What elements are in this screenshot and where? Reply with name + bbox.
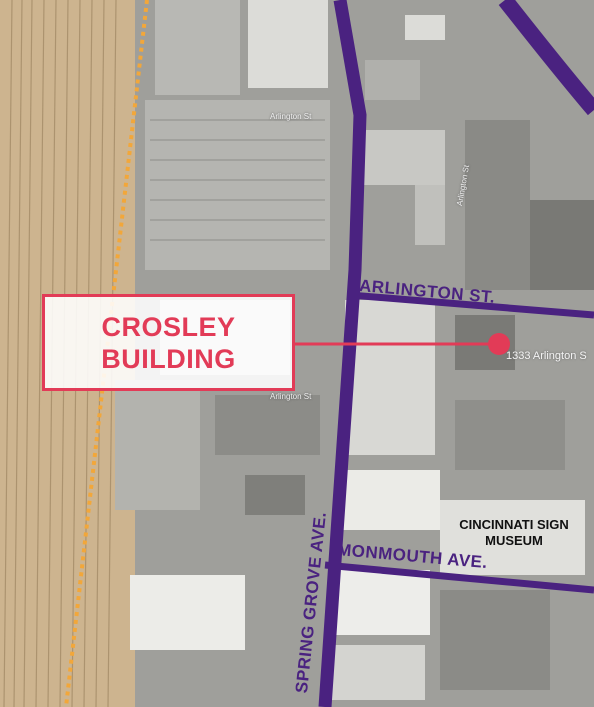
building	[340, 470, 440, 530]
landmark-line-2: MUSEUM	[485, 533, 543, 548]
callout-crosley-building: CROSLEY BUILDING	[42, 294, 295, 391]
small-street-label: Arlington St	[270, 392, 312, 401]
building	[130, 575, 245, 650]
building	[360, 130, 445, 185]
building	[248, 0, 328, 88]
callout-line-1: CROSLEY	[101, 311, 236, 342]
landmark-line-1: CINCINNATI SIGN	[459, 517, 569, 532]
building	[345, 300, 435, 455]
callout-line-2: BUILDING	[101, 343, 236, 374]
building	[245, 475, 305, 515]
address-label: 1333 Arlington S	[506, 350, 587, 362]
building	[530, 200, 594, 290]
building	[455, 400, 565, 470]
building	[440, 500, 585, 575]
road-spring-grove	[318, 0, 367, 707]
building	[415, 185, 445, 245]
landmark-label: CINCINNATI SIGN MUSEUM	[444, 517, 584, 549]
road-arlington	[349, 291, 594, 319]
building	[330, 570, 430, 635]
small-street-label: Arlington St	[270, 112, 312, 121]
road-monmouth	[324, 561, 594, 594]
location-marker[interactable]	[488, 333, 510, 355]
building	[465, 120, 530, 290]
road-highway	[498, 0, 594, 116]
building	[365, 60, 420, 100]
building	[405, 15, 445, 40]
building	[215, 395, 320, 455]
building	[330, 645, 425, 700]
building	[440, 590, 550, 690]
